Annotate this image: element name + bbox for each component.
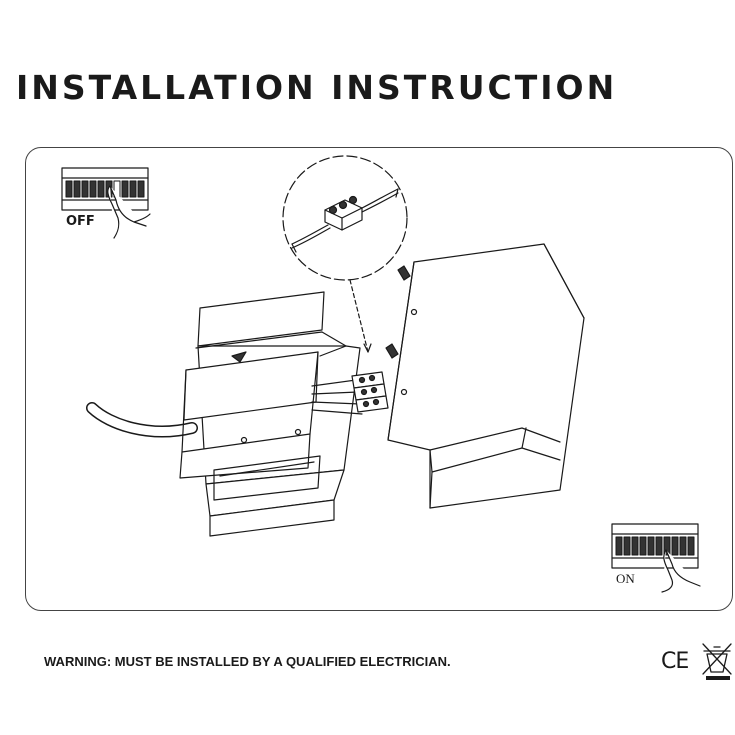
mounting-box-icon xyxy=(179,291,361,537)
hand-off-icon xyxy=(107,185,151,239)
breaker-panel-off-icon xyxy=(61,167,149,211)
wire-nut-icon xyxy=(385,265,411,359)
hand-on-icon xyxy=(661,549,701,593)
weee-bin-icon xyxy=(702,643,732,680)
wall-lamp-icon xyxy=(387,243,585,509)
breaker-on-label: ON xyxy=(616,571,635,586)
warning-text: WARNING: MUST BE INSTALLED BY A QUALIFIE… xyxy=(44,654,451,669)
page-title: INSTALLATION INSTRUCTION xyxy=(16,68,618,107)
wire-bundle-icon xyxy=(311,371,389,415)
breaker-off-label: OFF xyxy=(66,214,95,229)
power-cable-icon xyxy=(86,402,198,438)
connector-detail-circle xyxy=(282,155,408,281)
terminal-connector-icon xyxy=(324,195,363,231)
breaker-panel-on-icon xyxy=(611,523,699,569)
ce-mark-icon: CE xyxy=(661,649,689,674)
instruction-panel xyxy=(25,147,733,611)
